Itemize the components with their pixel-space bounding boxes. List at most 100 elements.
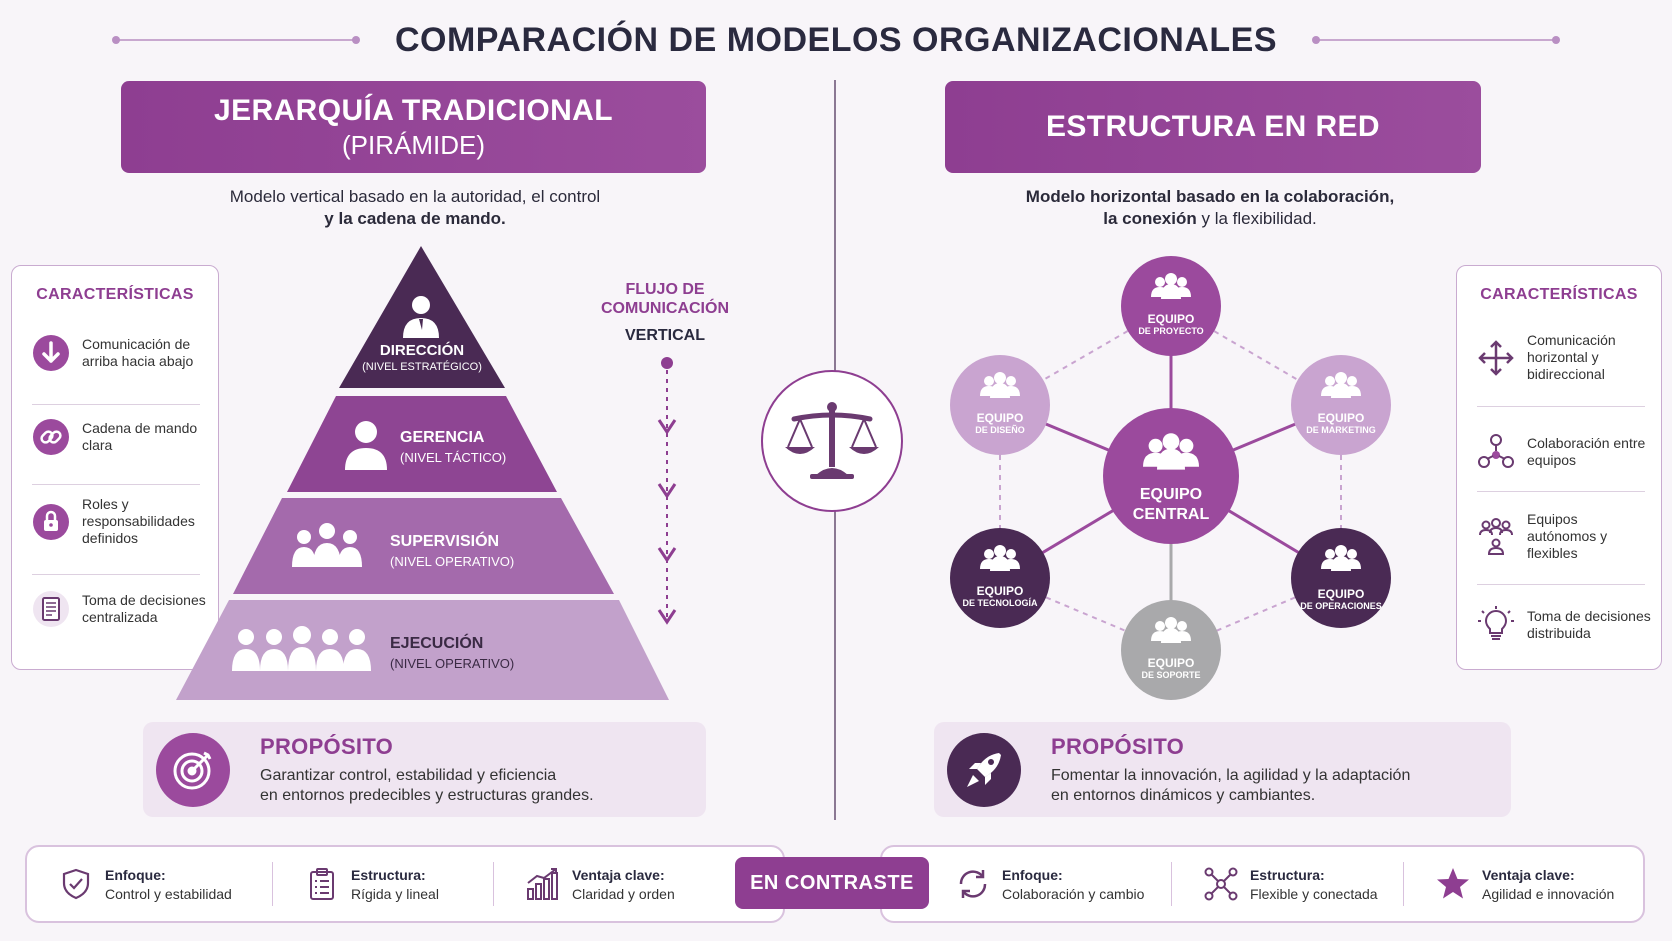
team-icon (980, 273, 1361, 643)
network-description-line2: la conexión y la flexibilidad. (970, 208, 1450, 230)
separator (1477, 584, 1645, 585)
summary-label: Enfoque: (105, 866, 166, 883)
network-char-text: Equipos autónomos y flexibles (1527, 511, 1608, 561)
hierarchy-header-title: JERARQUÍA TRADICIONAL (214, 93, 613, 127)
node-label-line1: EQUIPO (1147, 312, 1195, 326)
node-label-diseno: EQUIPO DE DISEÑO (940, 411, 1060, 435)
summary-item: Estructura:Rígida y lineal (273, 847, 493, 921)
level-subtitle: (NIVEL ESTRATÉGICO) (362, 361, 482, 373)
network-purpose-body: Fomentar la innovación, la agilidad y la… (1051, 766, 1410, 806)
summary-item: Estructura:Flexible y conectada (1172, 847, 1403, 921)
level-name: DIRECCIÓN (379, 342, 465, 359)
hierarchy-description-line2: y la cadena de mando. (324, 209, 506, 228)
hierarchy-purpose-text: PROPÓSITO Garantizar control, estabilida… (260, 734, 594, 806)
separator (1477, 491, 1645, 492)
network-description-bold: la conexión (1103, 209, 1197, 228)
summary-text: Enfoque:Colaboración y cambio (1002, 867, 1144, 902)
network-purpose-title: PROPÓSITO (1051, 733, 1185, 759)
separator (1477, 406, 1645, 407)
summary-label: Enfoque: (1002, 866, 1063, 883)
separator (32, 404, 200, 405)
separator (1170, 862, 1172, 906)
node-label-proyecto: EQUIPO DE PROYECTO (1111, 312, 1231, 336)
node-soporte (1121, 600, 1221, 700)
node-label-central: EQUIPO CENTRAL (1101, 486, 1241, 524)
node-diseno (950, 355, 1050, 455)
lock-icon (30, 501, 72, 543)
network-nodes-icon (1202, 865, 1240, 903)
summary-value: Agilidad e innovación (1482, 885, 1615, 902)
summary-label: Estructura: (1249, 866, 1325, 883)
balance-scale-icon (785, 402, 879, 479)
network-char-text: Colaboración entre equipos (1527, 435, 1646, 468)
purpose-line: Garantizar control, estabilidad y eficie… (260, 766, 557, 784)
network-description-line1: Modelo horizontal basado en la colaborac… (1025, 187, 1395, 206)
network-purpose-box: PROPÓSITO Fomentar la innovación, la agi… (934, 722, 1511, 817)
node-label-line2: DE TECNOLOGÍA (962, 598, 1038, 608)
flow-label: FLUJO DE COMUNICACIÓN (590, 280, 740, 318)
node-label-line1: EQUIPO (1317, 411, 1365, 425)
arrow-down-icon (30, 332, 72, 374)
summary-label: Ventaja clave: (1482, 866, 1575, 883)
hierarchy-header-subtitle: (PIRÁMIDE) (342, 129, 485, 160)
node-label-line2: DE MARKETING (1306, 425, 1376, 435)
summary-value: Claridad y orden (572, 885, 675, 902)
flow-label-line2: COMUNICACIÓN (601, 300, 729, 317)
level-subtitle: (NIVEL OPERATIVO) (390, 656, 515, 671)
supervisors-icon (292, 523, 362, 567)
network-char-item: Colaboración entre equipos (1457, 431, 1661, 473)
network-char-item: Toma de decisiones distribuida (1457, 604, 1661, 646)
title-decoration-right (1312, 36, 1560, 44)
hierarchy-characteristics-panel: CARACTERÍSTICAS Comunicación de arriba h… (11, 265, 219, 670)
flow-direction: VERTICAL (625, 327, 705, 344)
node-label-line2: DE DISEÑO (975, 425, 1025, 435)
cycle-arrows-icon (954, 865, 992, 903)
hierarchy-purpose-body: Garantizar control, estabilidad y eficie… (260, 766, 594, 806)
summary-text: Estructura:Flexible y conectada (1250, 867, 1378, 902)
summary-value: Control y estabilidad (105, 885, 232, 902)
pyramid-level-supervision (233, 498, 614, 594)
node-proyecto (1121, 256, 1221, 356)
summary-item: Enfoque:Colaboración y cambio (882, 847, 1171, 921)
level-name: EJECUCIÓN (390, 635, 484, 652)
network-char-text: Comunicación horizontal y bidireccional (1527, 332, 1616, 382)
document-icon (30, 588, 72, 630)
level-name: SUPERVISIÓN (390, 533, 500, 550)
target-icon (156, 732, 230, 807)
lightbulb-icon (1475, 604, 1517, 646)
node-label-line2: DE OPERACIONES (1300, 601, 1382, 611)
star-icon (1434, 865, 1472, 903)
pyramid-level-direccion (339, 246, 505, 388)
hierarchy-char-item: Roles y responsabilidades definidos (12, 496, 218, 547)
hierarchy-char-item: Comunicación de arriba hacia abajo (12, 332, 218, 374)
pyramid-level-ejecucion (176, 600, 669, 700)
level-subtitle: (NIVEL OPERATIVO) (390, 554, 515, 569)
hierarchy-char-text: Comunicación de arriba hacia abajo (82, 336, 194, 369)
flow-label-line1: FLUJO DE (625, 281, 705, 298)
page-title: COMPARACIÓN DE MODELOS ORGANIZACIONALES (394, 20, 1278, 59)
hierarchy-header: JERARQUÍA TRADICIONAL (PIRÁMIDE) (121, 81, 706, 173)
summary-text: Ventaja clave: Agilidad e innovación (1482, 867, 1614, 902)
purpose-line: Fomentar la innovación, la agilidad y la… (1051, 766, 1411, 784)
hierarchy-summary-bar: Enfoque: Control y estabilidad Estructura… (25, 845, 785, 923)
summary-item: Ventaja clave:Claridad y orden (494, 847, 724, 921)
manager-icon (345, 421, 387, 470)
network-header-title: ESTRUCTURA EN RED (1045, 110, 1381, 143)
hierarchy-char-text: Cadena de mando clara (82, 420, 198, 453)
bar-chart-icon (524, 865, 562, 903)
purpose-line: en entornos dinámicos y cambiantes. (1051, 786, 1316, 804)
summary-text: Enfoque: Control y estabilidad (105, 867, 232, 902)
summary-item: Enfoque: Control y estabilidad (27, 847, 272, 921)
summary-text: Ventaja clave:Claridad y orden (572, 867, 675, 902)
node-central (1103, 408, 1239, 544)
separator (32, 484, 200, 485)
level-label-ejecucion: EJECUCIÓN (NIVEL OPERATIVO) (390, 635, 514, 671)
network-characteristics-title: CARACTERÍSTICAS (1480, 286, 1638, 303)
node-label-line2: DE SOPORTE (1141, 670, 1201, 680)
node-label-operaciones: EQUIPO DE OPERACIONES (1276, 587, 1406, 611)
summary-text: Estructura:Rígida y lineal (351, 867, 439, 902)
title-decoration-left (112, 36, 360, 44)
node-label-line1: EQUIPO (1317, 587, 1365, 601)
level-label-supervision: SUPERVISIÓN (NIVEL OPERATIVO) (390, 533, 514, 569)
